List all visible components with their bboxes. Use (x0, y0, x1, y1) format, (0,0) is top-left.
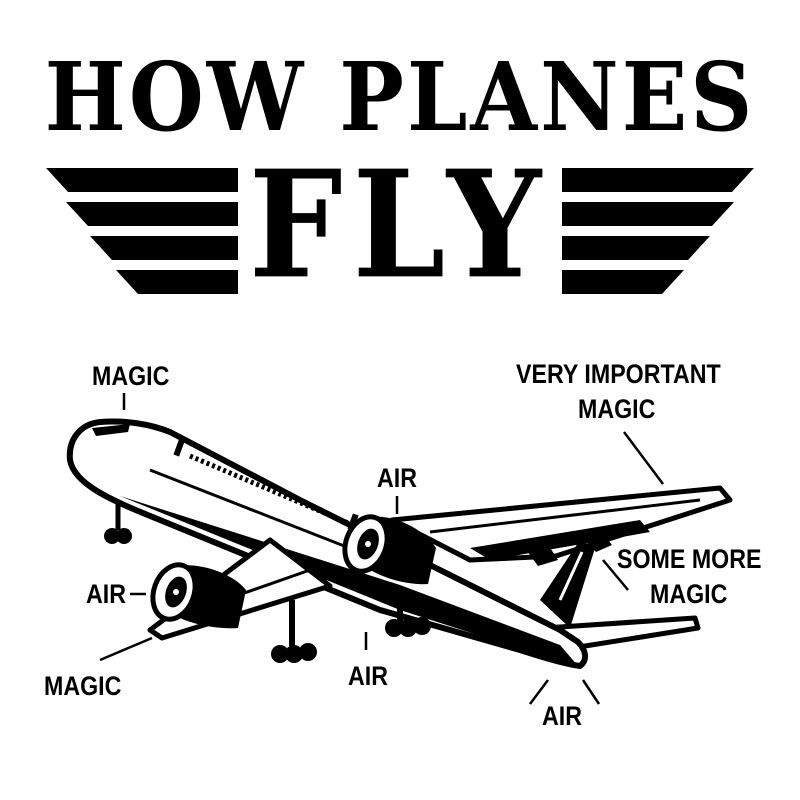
main-landing-gear-left (271, 600, 317, 663)
label-very-important-line1: VERY IMPORTANT (516, 359, 721, 389)
label-some-more-line2: MAGIC (650, 579, 728, 609)
fuselage (66, 418, 588, 669)
label-very-important-line2: MAGIC (578, 394, 656, 424)
title-how-planes: HOW PLANES (44, 41, 756, 153)
pointer-air-br-right (581, 679, 601, 705)
label-some-more-line1: SOME MORE (617, 544, 762, 574)
right-wing-icon (562, 168, 754, 294)
label-air-bottom-center: AIR (348, 661, 388, 691)
label-magic-top: MAGIC (92, 361, 170, 391)
left-engine (150, 562, 246, 629)
label-magic-bottom: MAGIC (44, 671, 122, 701)
pointer-lines (99, 393, 664, 705)
label-air-top: AIR (377, 463, 417, 493)
right-engine (342, 514, 436, 585)
pointer-magic-bottom (99, 636, 153, 662)
title-fly: FLY (248, 138, 552, 313)
main-landing-gear-right (385, 600, 431, 637)
left-wing-icon (46, 168, 238, 294)
label-air-left: AIR (86, 579, 126, 609)
nose-landing-gear (104, 502, 132, 544)
pointer-some-more (602, 559, 629, 591)
pointer-very-important (623, 431, 664, 485)
pointer-air-br-left (529, 679, 549, 705)
label-air-bottom-right: AIR (542, 701, 582, 731)
